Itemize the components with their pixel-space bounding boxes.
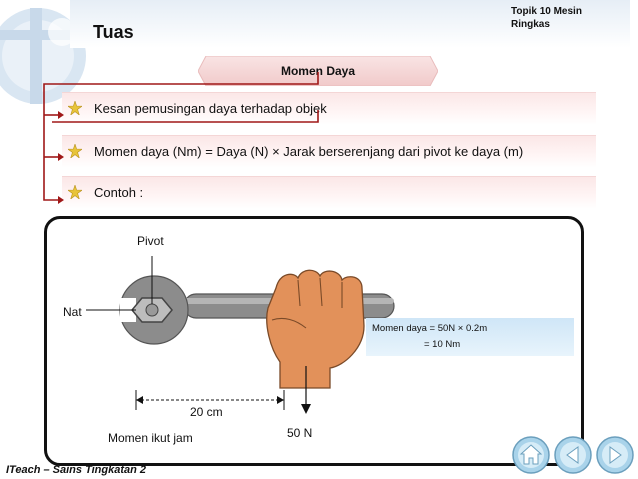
rotation-label: Momen ikut jam [108, 431, 193, 445]
bullet-text: Momen daya (Nm) = Daya (N) × Jarak berse… [94, 144, 524, 159]
bullet-text: Contoh : [94, 185, 144, 200]
hand-icon [266, 269, 365, 389]
header-band [70, 0, 630, 48]
back-arrow-icon [554, 436, 592, 474]
bullet-row-3: Contoh : [62, 176, 596, 209]
star-bullet-icon [68, 185, 82, 199]
home-button[interactable] [512, 436, 550, 474]
bullet-row-2: Momen daya (Nm) = Daya (N) × Jarak berse… [62, 135, 596, 168]
star-bullet-icon [68, 144, 82, 158]
page-title: Tuas [93, 22, 134, 42]
wrench-diagram [86, 256, 395, 414]
topic-label: Topik 10 Mesin Ringkas [511, 6, 582, 30]
section-title: Momen Daya [280, 64, 356, 78]
bullet-row-1: Kesan pemusingan daya terhadap objek [62, 92, 596, 125]
footer-label: ITeach – Sains Tingkatan 2 [6, 464, 146, 476]
distance-label: 20 cm [190, 405, 223, 419]
forward-arrow-icon [596, 436, 634, 474]
formula-line-1: Momen daya = 50N × 0.2m [372, 323, 488, 334]
bullet-text: Kesan pemusingan daya terhadap objek [94, 101, 327, 116]
star-bullet-icon [68, 101, 82, 115]
home-icon [512, 436, 550, 474]
forward-button[interactable] [596, 436, 634, 474]
pivot-label: Pivot [137, 234, 164, 248]
formula-line-2: = 10 Nm [424, 339, 461, 350]
formula-box [366, 318, 574, 356]
force-label: 50 N [287, 426, 313, 440]
back-button[interactable] [554, 436, 592, 474]
nut-label: Nat [63, 305, 82, 319]
